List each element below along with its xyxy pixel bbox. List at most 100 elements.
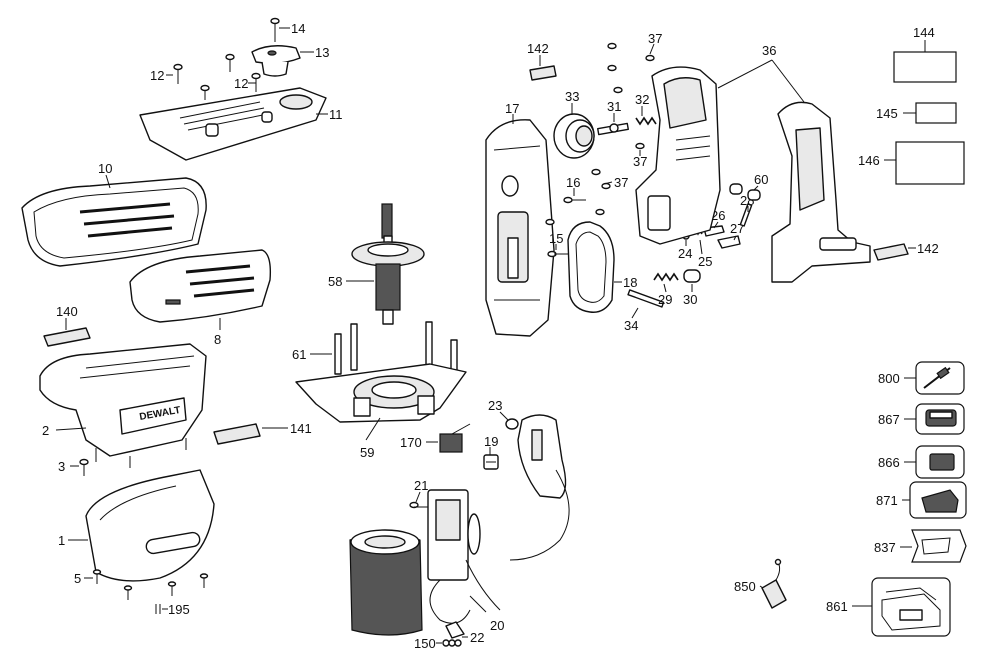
label-58: 58 [328, 274, 342, 289]
part-8-side-cover [129, 249, 272, 323]
label-8: 8 [214, 332, 221, 347]
label-1: 1 [58, 533, 65, 548]
label-871: 871 [876, 493, 898, 508]
label-144: 144 [913, 25, 935, 40]
part-150-screws [442, 639, 462, 647]
label-37c: 37 [614, 175, 628, 190]
label-24: 24 [678, 246, 692, 261]
part-800-accessory [915, 361, 965, 395]
part-23-knob [505, 418, 519, 430]
part-195-pins [155, 604, 161, 614]
part-140-label [43, 327, 91, 347]
label-25: 25 [698, 254, 712, 269]
trigger-handle-assembly [509, 414, 570, 561]
label-146: 146 [858, 153, 880, 168]
part-871-battery-charger [909, 481, 967, 519]
part-33-bellows [553, 113, 595, 159]
part-31-shaft [597, 122, 629, 136]
label-29: 29 [658, 292, 672, 307]
part-12-screw-b [200, 53, 261, 100]
label-32: 32 [635, 92, 649, 107]
label-34: 34 [624, 318, 638, 333]
part-59-bearing-plate [295, 363, 467, 423]
label-20: 20 [490, 618, 504, 633]
part-850-clip [761, 558, 787, 609]
label-36: 36 [762, 43, 776, 58]
label-867: 867 [878, 412, 900, 427]
part-15-screws [545, 218, 568, 258]
label-16: 16 [566, 175, 580, 190]
part-58-armature [351, 203, 425, 325]
part-36-housing-left [635, 66, 721, 245]
part-1-bottom-cover [85, 469, 215, 582]
label-18: 18 [623, 275, 637, 290]
part-16-screw [563, 196, 586, 204]
label-861: 861 [826, 599, 848, 614]
label-837: 837 [874, 540, 896, 555]
part-32-spring [635, 116, 657, 126]
label-800: 800 [878, 371, 900, 386]
label-12b: 12 [234, 76, 248, 91]
part-22-clip [445, 621, 465, 639]
part-867-charger [915, 403, 965, 435]
part-141-label [213, 423, 261, 445]
label-14: 14 [291, 21, 305, 36]
part-170-brush [439, 423, 471, 453]
part-30-bushing [683, 269, 701, 283]
part-142-label-a [529, 65, 557, 81]
part-861-case [871, 577, 951, 637]
label-17: 17 [505, 101, 519, 116]
label-3: 3 [58, 459, 65, 474]
label-142b: 142 [917, 241, 939, 256]
label-866: 866 [878, 455, 900, 470]
label-141: 141 [290, 421, 312, 436]
label-60: 60 [754, 172, 768, 187]
label-61: 61 [292, 347, 306, 362]
part-12-screw-a [173, 63, 183, 84]
part-10-side-cover [21, 177, 207, 267]
part-21-screw [409, 501, 428, 509]
label-10: 10 [98, 161, 112, 176]
label-15: 15 [549, 231, 563, 246]
part-19-brush-holder [483, 454, 499, 470]
label-145: 145 [876, 106, 898, 121]
label-31: 31 [607, 99, 621, 114]
part-11-top-cover [139, 87, 327, 161]
part-5-screws [92, 569, 209, 600]
part-34-pin [627, 289, 665, 308]
label-142a: 142 [527, 41, 549, 56]
label-30: 30 [683, 292, 697, 307]
part-29-spring [653, 272, 679, 282]
label-170: 170 [400, 435, 422, 450]
label-59: 59 [360, 445, 374, 460]
part-20-field-assembly [349, 489, 501, 636]
part-142-label-b [873, 243, 909, 261]
part-28-pin [739, 203, 753, 227]
label-5: 5 [74, 571, 81, 586]
label-2: 2 [42, 423, 49, 438]
label-37a: 37 [648, 31, 662, 46]
part-837-bag [911, 529, 967, 563]
part-18-gasket [567, 221, 615, 313]
part-36-housing-right [771, 101, 871, 283]
label-11: 11 [329, 107, 343, 122]
label-33: 33 [565, 89, 579, 104]
label-37b: 37 [633, 154, 647, 169]
part-146-box [895, 141, 965, 185]
label-19: 19 [484, 434, 498, 449]
part-144-box [893, 51, 957, 83]
label-12a: 12 [150, 68, 164, 83]
label-150: 150 [414, 636, 436, 651]
label-21: 21 [414, 478, 428, 493]
label-22: 22 [470, 630, 484, 645]
part-2-gear-housing: DEWALT [39, 343, 207, 468]
part-3-screw [79, 458, 89, 476]
label-140: 140 [56, 304, 78, 319]
part-14-screw [270, 17, 280, 42]
label-23: 23 [488, 398, 502, 413]
part-866-battery [915, 445, 965, 479]
part-27-lever [717, 235, 741, 249]
part-145-box [915, 102, 957, 124]
